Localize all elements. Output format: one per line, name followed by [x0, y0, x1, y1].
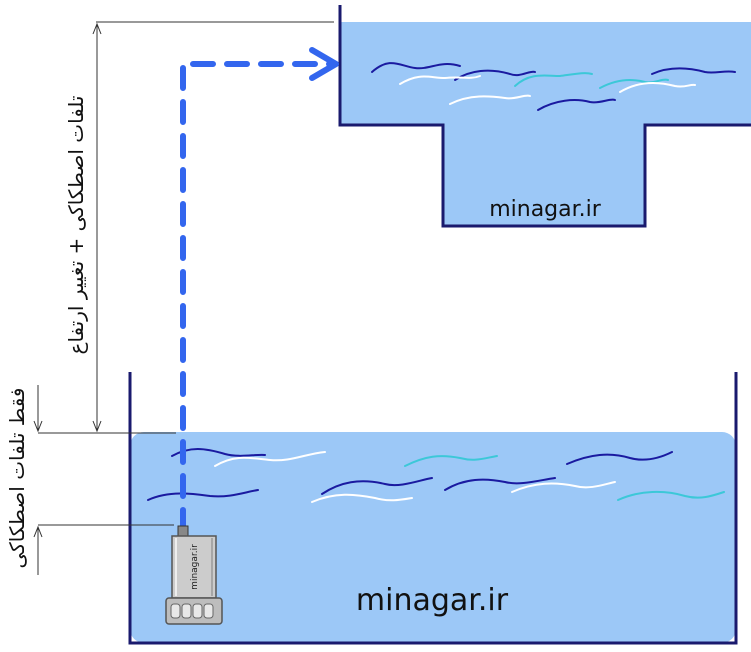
wave [444, 477, 556, 491]
arrow-head-icon [92, 22, 102, 35]
upper-tank-wall [338, 5, 751, 228]
wave [321, 477, 433, 495]
wave [214, 451, 326, 467]
wave [454, 69, 536, 81]
flow-path [180, 47, 339, 533]
wave [537, 98, 616, 111]
arrow-head-icon [33, 420, 43, 433]
upper-tank: minagar.ir [338, 5, 751, 228]
upper-tank-waves [371, 62, 736, 111]
wave [651, 67, 736, 75]
total-head-label: تلفات اصطکاکی + تغییر ارتفاع [64, 96, 88, 355]
wave [511, 481, 616, 493]
dimension-lines [33, 21, 334, 575]
wave [404, 455, 498, 467]
wave [449, 94, 531, 105]
wave [619, 81, 696, 93]
wave [399, 75, 481, 85]
lower-tank-water [130, 432, 736, 643]
wave [566, 451, 673, 465]
wave [171, 448, 266, 457]
wave [371, 62, 461, 73]
arrow-head-icon [92, 420, 102, 433]
pump-label: minagar.ir [190, 544, 200, 590]
upper-tank-watermark: minagar.ir [489, 197, 602, 222]
wave [514, 72, 593, 87]
lower-tank: minagar.ir [128, 372, 738, 645]
wave [599, 78, 669, 89]
wave [147, 489, 259, 501]
wave [311, 493, 413, 503]
wave [617, 490, 725, 501]
friction-only-label: فقط تلفات اصطکاکی [5, 388, 29, 569]
upper-tank-water [340, 22, 751, 226]
flow-dashed-line [180, 61, 333, 533]
lower-tank-waves [147, 448, 725, 503]
arrow-head-icon [33, 525, 43, 538]
arrow-head-icon [309, 47, 339, 81]
lower-tank-wall [128, 372, 738, 645]
submersible-pump-icon: minagar.ir [165, 525, 223, 625]
lower-tank-watermark: minagar.ir [356, 583, 509, 618]
